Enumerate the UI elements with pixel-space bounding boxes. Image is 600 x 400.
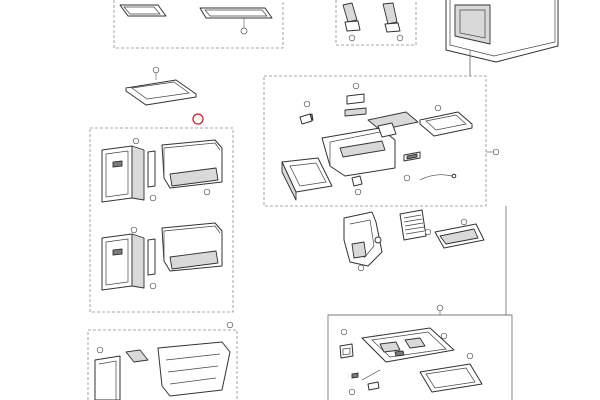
handle-icon	[112, 160, 123, 168]
control-assembly-group	[263, 50, 500, 207]
loose-parts	[343, 209, 485, 272]
cabinet-interior	[454, 4, 491, 45]
small-knob[interactable]	[351, 175, 363, 187]
lower-drawer[interactable]	[101, 222, 223, 291]
top-shelf-group	[113, 0, 284, 49]
glass-shelf-frame[interactable]	[199, 7, 273, 19]
sensor-bracket[interactable]	[339, 343, 354, 359]
connector-icon	[406, 153, 418, 160]
upper-drawer-rail[interactable]	[147, 150, 156, 188]
wire-harness	[419, 174, 453, 181]
left-rail[interactable]	[342, 2, 358, 23]
callout-p1	[240, 27, 248, 35]
refrigerator-cabinet	[445, 0, 559, 75]
lower-drawer-rail[interactable]	[147, 238, 156, 276]
upper-drawer-front[interactable]	[101, 145, 133, 203]
rail-group	[335, 0, 417, 46]
freezer-drawer-group	[87, 321, 238, 400]
drawer-group	[89, 127, 234, 313]
heater-wire	[361, 369, 381, 381]
upper-drawer[interactable]	[101, 137, 223, 203]
freezer-drawer-front[interactable]	[94, 355, 121, 400]
handle-icon	[112, 248, 123, 256]
highlight-marker	[192, 113, 204, 125]
sensor-cover[interactable]	[346, 93, 365, 105]
right-rail[interactable]	[382, 2, 398, 25]
base-assembly-group	[327, 206, 513, 400]
defrost-tray[interactable]	[419, 363, 483, 393]
fan-icon	[394, 350, 405, 357]
lower-drawer-front[interactable]	[101, 233, 133, 291]
crisper-cover[interactable]	[125, 66, 197, 106]
screw-icon	[351, 372, 359, 379]
